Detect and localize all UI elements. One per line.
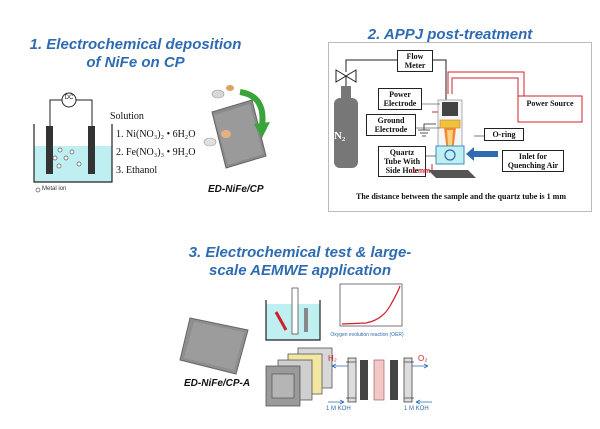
flow-arrows	[328, 363, 432, 405]
metal-ion-legend-icon	[35, 187, 41, 193]
metal-ion	[63, 155, 69, 161]
koh-left-label: 1 M KOH	[326, 406, 351, 412]
wire-left	[49, 99, 62, 126]
oer-curve	[341, 285, 401, 325]
metal-ion	[69, 149, 75, 155]
koh-in-left-arrow-icon	[328, 399, 345, 405]
membrane	[373, 359, 385, 401]
appj-setup-diagram	[334, 59, 583, 178]
solution-item: 3. Ethanol	[116, 165, 158, 176]
working-electrode-icon	[274, 311, 288, 331]
wire-right	[76, 99, 93, 126]
ground-electrode-label: Ground Electrode	[366, 114, 416, 136]
particle-icon	[226, 85, 234, 91]
gap-label: 1 mm	[412, 168, 431, 175]
koh-in-right-arrow-icon	[415, 399, 432, 405]
quartz-tube-label: Quartz Tube With Side Hole	[378, 146, 426, 177]
metal-ion	[76, 161, 82, 167]
section3-sample-label: ED-NiFe/CP-A	[184, 378, 251, 389]
dc-source-icon	[61, 92, 77, 108]
oer-plot-caption: Oxygen evolution reaction (OER)	[330, 332, 404, 338]
solution-item: 1. Ni(NO₃)₂ • 6H₂O	[116, 129, 196, 140]
quartz-tube	[435, 145, 465, 165]
beaker	[33, 124, 113, 183]
metal-ion	[56, 163, 62, 169]
solution-list: Solution 1. Ni(NO₃)₂ • 6H₂O 2. Fe(NO₃)₃ …	[110, 108, 196, 180]
ground-electrode-icon	[439, 119, 461, 129]
quenching-air-arrow-icon	[466, 147, 498, 161]
ed-nife-cp-a-sample-illustration	[179, 317, 249, 375]
o2-out-arrow-icon	[412, 363, 429, 369]
solution-heading: Solution	[110, 111, 144, 122]
n2-gas-label: N₂	[334, 130, 346, 142]
anode	[390, 360, 398, 400]
ed-nife-cp-sample-illustration	[203, 85, 270, 169]
h2-label: H₂	[328, 354, 337, 363]
inlet-quenching-air-label: Inlet for Quenching Air	[502, 150, 564, 172]
aemwe-cell-cross-section	[346, 357, 414, 403]
koh-right-label: 1 M KOH	[404, 406, 429, 412]
electrodeposition-cell-diagram	[33, 92, 113, 193]
n2-cylinder-icon	[334, 98, 358, 168]
power-wire	[447, 71, 525, 96]
section1-sample-label: ED-NiFe/CP	[208, 184, 264, 195]
flow-meter-label: Flow Meter	[397, 50, 433, 72]
section3-title-line2: scale AEMWE application	[209, 262, 391, 279]
electrode-left	[46, 126, 53, 174]
dc-label: DC	[64, 95, 74, 101]
particle-icon	[221, 130, 231, 138]
particle-icon	[203, 137, 217, 147]
section3-title-line1: 3. Electrochemical test & large-	[188, 244, 412, 261]
section1-title: 1. Electrochemical deposition of NiFe on…	[8, 36, 263, 72]
o-ring-label: O-ring	[484, 128, 524, 141]
green-arrow-icon	[239, 89, 266, 127]
cathode	[360, 360, 368, 400]
section2-title: 2. APPJ post-treatment	[367, 26, 533, 43]
appj-caption: The distance between the sample and the …	[356, 192, 566, 201]
power-source-label: Power Source	[526, 99, 574, 108]
h2-out-arrow-icon	[331, 363, 348, 369]
electrode-right	[88, 126, 95, 174]
aemwe-stack-plates	[265, 347, 333, 407]
appj-diagram-frame	[328, 42, 592, 212]
green-arrowhead-icon	[254, 122, 270, 138]
counter-electrode-icon	[304, 308, 308, 332]
test-beaker	[265, 300, 321, 341]
section3-title: 3. Electrochemical test & large- scale A…	[150, 244, 450, 280]
metal-ion-label: Metal ion	[42, 186, 67, 192]
sample-plate	[428, 170, 476, 178]
solution-item: 2. Fe(NO₃)₃ • 9H₂O	[116, 147, 196, 158]
section1-title-line1: 1. Electrochemical deposition	[29, 36, 242, 53]
o2-label: O₂	[418, 354, 428, 363]
three-electrode-test-cell	[265, 287, 321, 341]
power-electrode-label: Power Electrode	[378, 88, 422, 110]
valve-icon	[335, 69, 347, 83]
section1-title-line2: of NiFe on CP	[86, 54, 185, 71]
particle-icon	[211, 89, 225, 99]
metal-ion	[57, 147, 63, 153]
gas-line	[345, 59, 402, 86]
oer-polarization-plot	[339, 283, 403, 327]
metal-ion	[52, 155, 58, 161]
reference-electrode-icon	[291, 287, 299, 335]
ground-symbol-icon	[418, 123, 436, 137]
power-electrode-icon	[442, 102, 458, 116]
power-source-box	[517, 95, 583, 123]
